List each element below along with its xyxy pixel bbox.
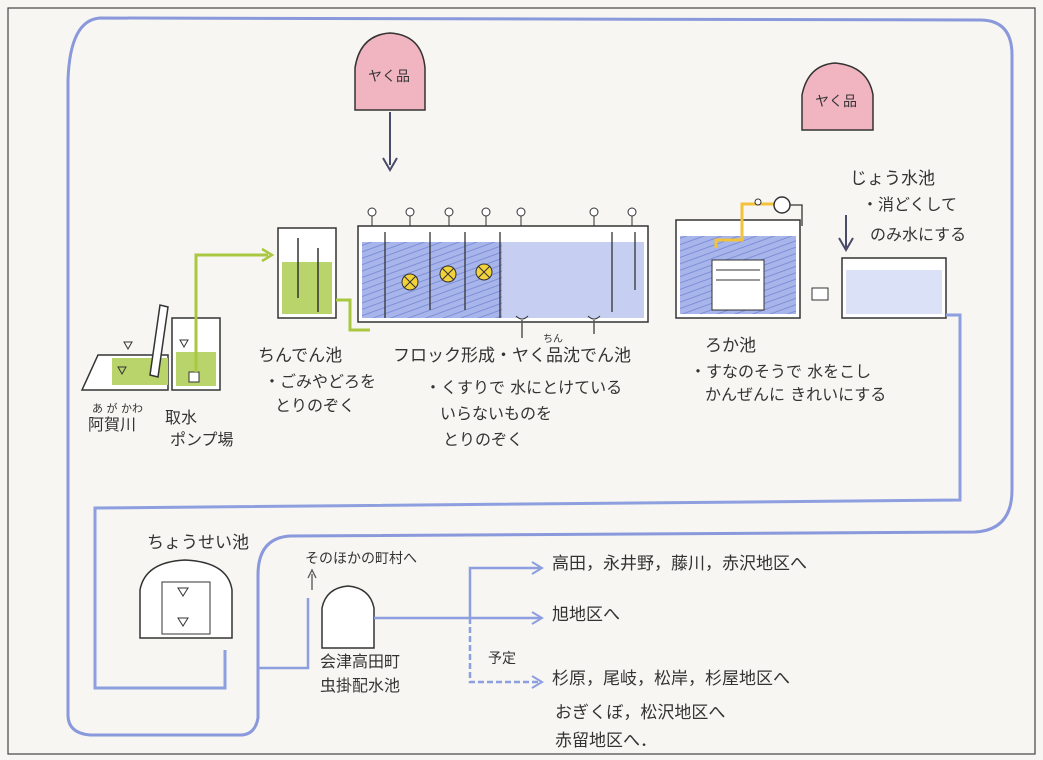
settling-desc-2: とりのぞく — [275, 396, 356, 415]
regulating-title: ちょうせい池 — [147, 533, 249, 553]
river-furigana: あ が かわ — [92, 402, 143, 415]
floc-title: フロック形成・ヤく品沈でん池 — [393, 346, 631, 366]
intake-label-2: ポンプ場 — [170, 430, 234, 449]
chemical-bag-right — [801, 62, 874, 252]
settling-title: ちんでん池 — [258, 346, 343, 366]
filter-title: ろか池 — [705, 336, 756, 356]
chemical-label-top: ヤく品 — [368, 69, 410, 85]
floc-sedimentation-sketch — [357, 207, 649, 338]
clean-pool-desc-2: のみ水にする — [870, 225, 967, 244]
page-border — [7, 7, 1036, 755]
regulating-pool-sketch — [139, 559, 233, 639]
chemical-label-right: ヤく品 — [815, 94, 857, 110]
floc-title-ruby: ちん — [543, 334, 563, 345]
floc-desc-3: とりのぞく — [443, 430, 524, 449]
destination-4: おぎくぼ，松沢地区へ — [555, 703, 726, 723]
destination-5: 赤留地区へ． — [555, 731, 657, 751]
intake-label-1: 取水 — [165, 408, 198, 427]
floc-desc-2: いらないものを — [440, 404, 553, 423]
settling-pool-sketch — [277, 227, 370, 332]
river-intake-sketch — [80, 304, 169, 391]
chemical-bag-top — [354, 32, 426, 172]
filter-desc-2: かんぜんに きれいにする — [705, 385, 887, 404]
distribution-label-2: 虫掛配水池 — [320, 676, 401, 695]
filtration-pool-sketch — [675, 196, 829, 319]
process-boundary — [66, 16, 1014, 737]
destination-1: 高田，永井野，藤川，赤沢地区へ — [552, 554, 807, 574]
destination-3: 杉原，尾岐，松岸，杉屋地区へ — [552, 669, 790, 689]
distribution-label-1: 会津高田町 — [320, 652, 401, 671]
planned-label: 予定 — [488, 651, 516, 667]
settling-desc-1: ・ごみやどろを — [264, 372, 377, 391]
pipe-to-regulating — [93, 313, 962, 690]
floc-desc-1: ・くすりで 水にとけている — [425, 378, 623, 397]
clean-water-pool-sketch — [841, 257, 947, 319]
distribution-pool-sketch — [258, 561, 544, 689]
other-towns-label: そのほかの町村へ — [305, 551, 417, 567]
intake-pump-sketch — [171, 247, 275, 391]
river-name: 阿賀川 — [88, 415, 137, 434]
clean-pool-desc-1: ・消どくして — [862, 195, 958, 214]
filter-desc-1: ・すなのそうで 水をこし — [690, 362, 872, 381]
clean-pool-title: じょう水池 — [850, 169, 935, 189]
destination-2: 旭地区へ — [552, 605, 620, 625]
stirrer-icons — [401, 263, 493, 291]
